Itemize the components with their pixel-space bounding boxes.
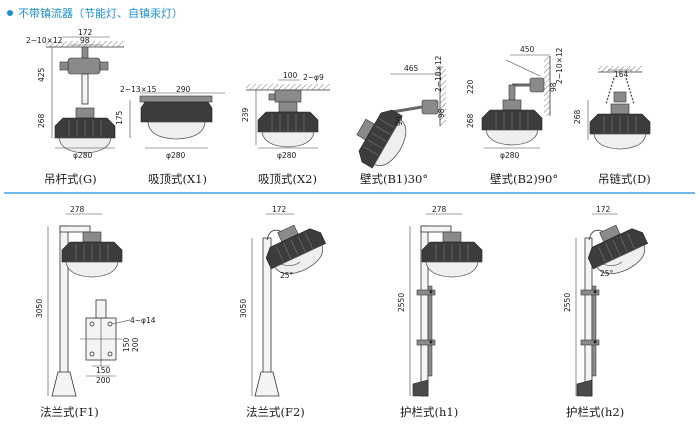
dim-text: 98 — [549, 82, 558, 92]
dim-text: 2~10×12 — [555, 47, 564, 84]
dim-text: 425 — [37, 67, 46, 82]
figure-b1: 465 2~10×12 90 98 壁式(B1)30° — [345, 55, 446, 186]
header-bullet-icon — [7, 10, 13, 16]
caption-h2: 护栏式(h2) — [566, 405, 624, 419]
figure-h1: 278 2550 护栏式(h1) — [397, 205, 483, 419]
dim-text: 239 — [241, 107, 250, 122]
caption-f2: 法兰式(F2) — [246, 405, 305, 419]
dim-text: 450 — [520, 45, 535, 54]
dim-text: 220 — [466, 79, 475, 94]
dim-text: 25° — [280, 271, 294, 280]
dim-text: 3050 — [239, 299, 248, 318]
ceiling-hatch — [46, 41, 124, 47]
dim-text: 278 — [432, 205, 447, 214]
dim-text: 3050 — [35, 299, 44, 318]
dim-text: 172 — [596, 205, 611, 214]
figure-x1: 2~13×15 290 175 φ280 吸顶式(X1) — [115, 85, 225, 186]
dim-text: 100 — [283, 71, 298, 80]
figure-f2: 172 25° 3050 法兰式(F2) — [239, 205, 333, 419]
caption-f1: 法兰式(F1) — [40, 405, 99, 419]
dim-text: 2~φ9 — [303, 73, 324, 82]
caption-x1: 吸顶式(X1) — [148, 172, 207, 186]
dim-text: 2550 — [397, 293, 406, 312]
dim-text: 90 — [395, 116, 404, 126]
caption-b1: 壁式(B1)30° — [360, 172, 428, 186]
dim-text: 98 — [80, 36, 90, 45]
caption-h1: 护栏式(h1) — [400, 405, 458, 419]
figure-b2: 450 2~10×12 220 268 98 φ280 壁式(B2)90° — [466, 45, 564, 186]
dim-text: 172 — [78, 28, 93, 37]
dim-text: 200 — [96, 376, 111, 385]
caption-d: 吊链式(D) — [598, 172, 651, 186]
dim-text: φ280 — [73, 151, 92, 160]
dim-text: 172 — [272, 205, 287, 214]
dim-text: φ280 — [166, 151, 185, 160]
dim-text: 278 — [70, 205, 85, 214]
caption-x2: 吸顶式(X2) — [258, 172, 317, 186]
header-title: 不带镇流器（节能灯、自镇汞灯） — [18, 6, 183, 20]
dim-text: 2~10×12 — [434, 55, 443, 92]
dim-text: 4~φ14 — [130, 316, 156, 325]
figure-g: 172 98 2~10×12 425 268 φ280 吊杆式(G) — [26, 28, 124, 186]
dim-text: φ280 — [277, 151, 296, 160]
figure-f1: 278 3050 4~φ14 150 200 150 200 法兰式(F1) — [35, 205, 156, 419]
figure-x2: 100 2~φ9 239 φ280 吸顶式(X2) — [241, 71, 330, 186]
dim-text: φ280 — [500, 151, 519, 160]
dim-text: 150 — [122, 337, 131, 352]
dim-text: 175 — [115, 110, 124, 125]
dim-text: 268 — [37, 113, 46, 128]
dim-text: 268 — [466, 113, 475, 128]
figure-d: 164 268 吊链式(D) — [573, 66, 651, 186]
dim-text: 2~10×12 — [26, 36, 63, 45]
dim-text: 2550 — [563, 293, 572, 312]
dim-text: 200 — [131, 337, 140, 352]
dim-text: 25° — [600, 269, 614, 278]
dim-text: 98 — [437, 108, 446, 118]
dim-text: 268 — [573, 109, 582, 124]
dim-text: 150 — [96, 366, 111, 375]
caption-b2: 壁式(B2)90° — [490, 172, 558, 186]
dim-text: 290 — [176, 85, 191, 94]
dim-text: 2~13×15 — [120, 85, 157, 94]
dim-text: 465 — [404, 64, 419, 73]
dim-text: 164 — [614, 70, 629, 79]
caption-g: 吊杆式(G) — [44, 172, 97, 186]
figure-h2: 172 25° 2550 护栏式(h2) — [563, 205, 655, 419]
